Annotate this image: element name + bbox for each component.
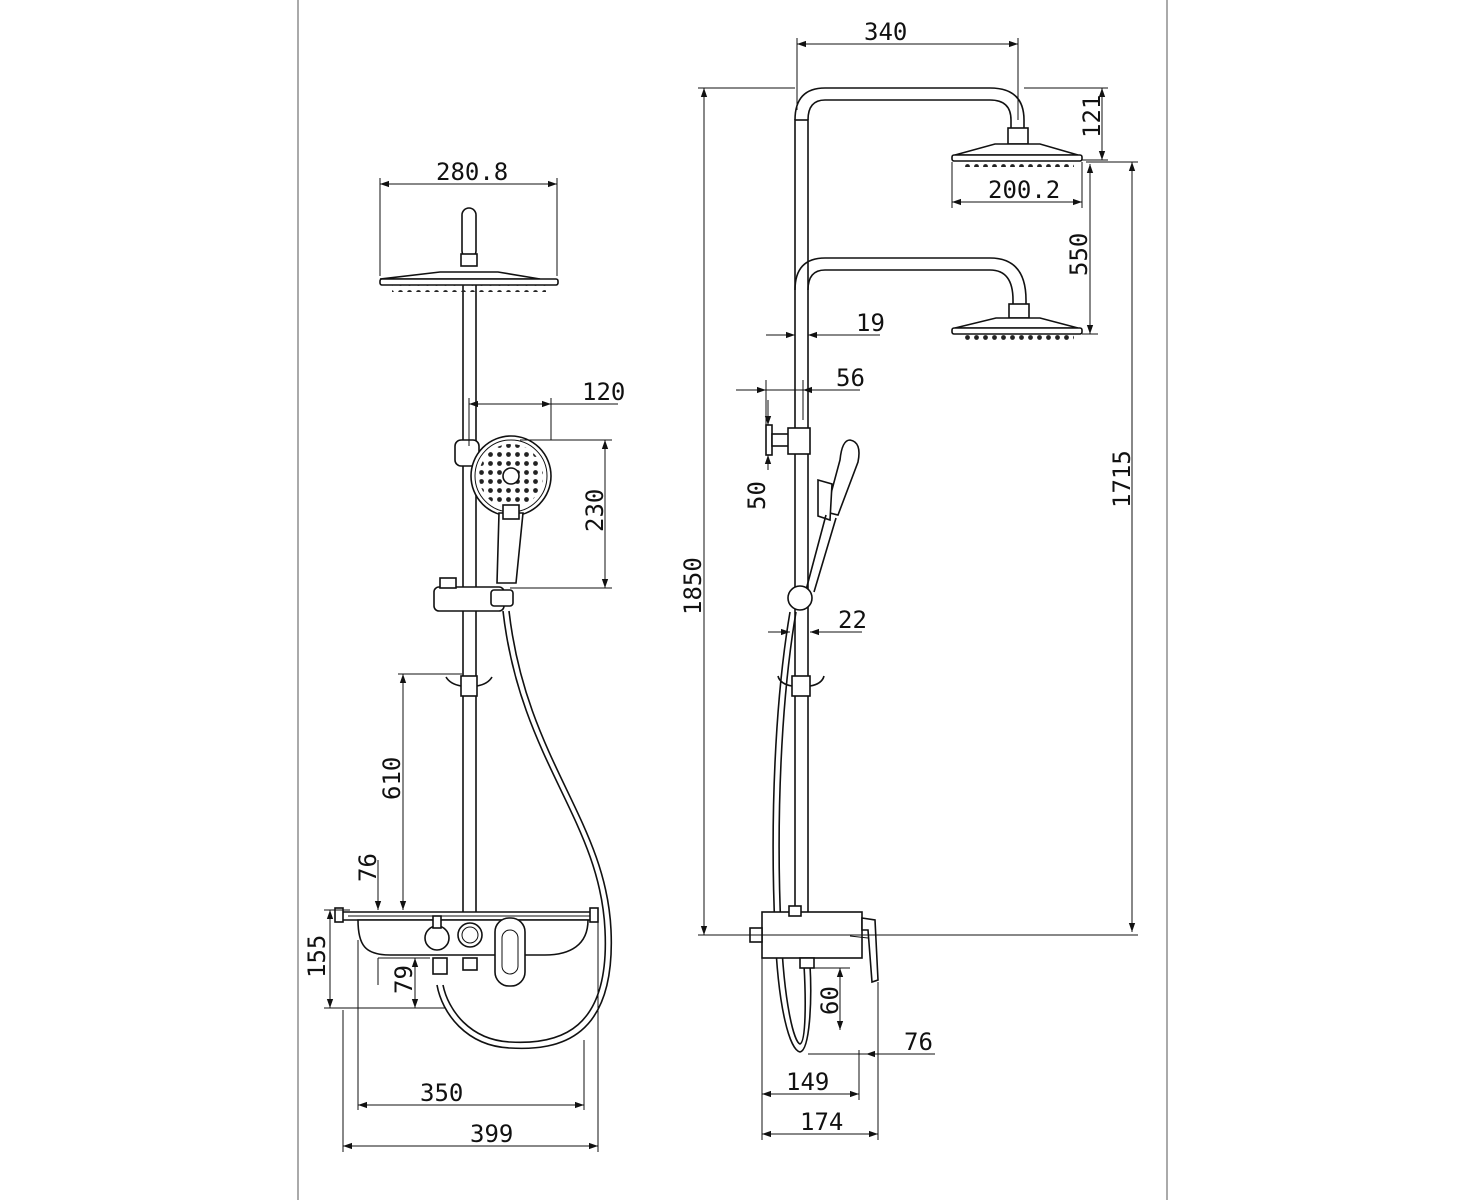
lower-head-connector bbox=[1008, 303, 1030, 319]
shower-arm-stub bbox=[461, 207, 477, 259]
dim-head-height: 1715 bbox=[1108, 450, 1136, 508]
arm-connector bbox=[460, 253, 478, 267]
mixer-knobs bbox=[424, 915, 526, 987]
hose bbox=[442, 610, 607, 1044]
dim-outlet-drop: 60 bbox=[816, 986, 844, 1015]
front-dimensions: 280.8 120 230 610 76 155 79 35 bbox=[303, 158, 625, 1152]
side-hose bbox=[772, 611, 812, 1053]
side-hook bbox=[777, 675, 825, 697]
dim-total-height: 1850 bbox=[679, 557, 707, 615]
slide-holder bbox=[433, 577, 514, 612]
side-riser bbox=[794, 119, 809, 916]
dim-holder-height: 610 bbox=[378, 757, 406, 800]
lower-head bbox=[951, 317, 1083, 340]
dim-head-spacing: 550 bbox=[1065, 233, 1093, 276]
side-hand-shower bbox=[805, 439, 860, 593]
dim-bracket-height: 50 bbox=[743, 481, 771, 510]
side-wall-bracket bbox=[765, 424, 811, 456]
side-dimensions: 340 121 200.2 550 1715 1850 19 bbox=[679, 18, 1138, 1140]
dim-bracket-offset: 56 bbox=[836, 364, 865, 392]
dim-pipe-diameter: 19 bbox=[856, 309, 885, 337]
dim-head-drop: 121 bbox=[1078, 95, 1106, 138]
dim-overhead-diameter: 280.8 bbox=[436, 158, 508, 186]
hand-shower bbox=[470, 435, 552, 584]
dim-shelf-offset: 76 bbox=[354, 853, 382, 882]
hose-hook bbox=[445, 675, 493, 697]
dim-hand-shower-length: 230 bbox=[581, 489, 609, 532]
dim-hand-shower-offset: 120 bbox=[582, 378, 625, 406]
side-view bbox=[749, 87, 1083, 1053]
dim-body-depth: 149 bbox=[786, 1068, 829, 1096]
dim-outlet-height: 79 bbox=[390, 965, 418, 994]
dim-bar-width: 350 bbox=[420, 1079, 463, 1107]
side-slider bbox=[787, 585, 813, 611]
dim-total-depth: 174 bbox=[800, 1108, 843, 1136]
dim-arm-reach: 340 bbox=[864, 18, 907, 46]
lower-arm bbox=[794, 257, 1027, 305]
dim-mixer-height: 155 bbox=[303, 935, 331, 978]
side-mixer-body bbox=[749, 905, 879, 984]
top-arm bbox=[794, 87, 1025, 130]
dim-riser-diameter: 22 bbox=[838, 606, 867, 634]
overhead-shower bbox=[379, 271, 559, 292]
front-view bbox=[334, 207, 613, 1050]
dim-small-head-diameter: 200.2 bbox=[988, 176, 1060, 204]
top-head bbox=[951, 143, 1083, 167]
dim-total-width: 399 bbox=[470, 1120, 513, 1148]
dim-handle-offset: 76 bbox=[904, 1028, 933, 1056]
top-head-connector bbox=[1007, 127, 1029, 145]
